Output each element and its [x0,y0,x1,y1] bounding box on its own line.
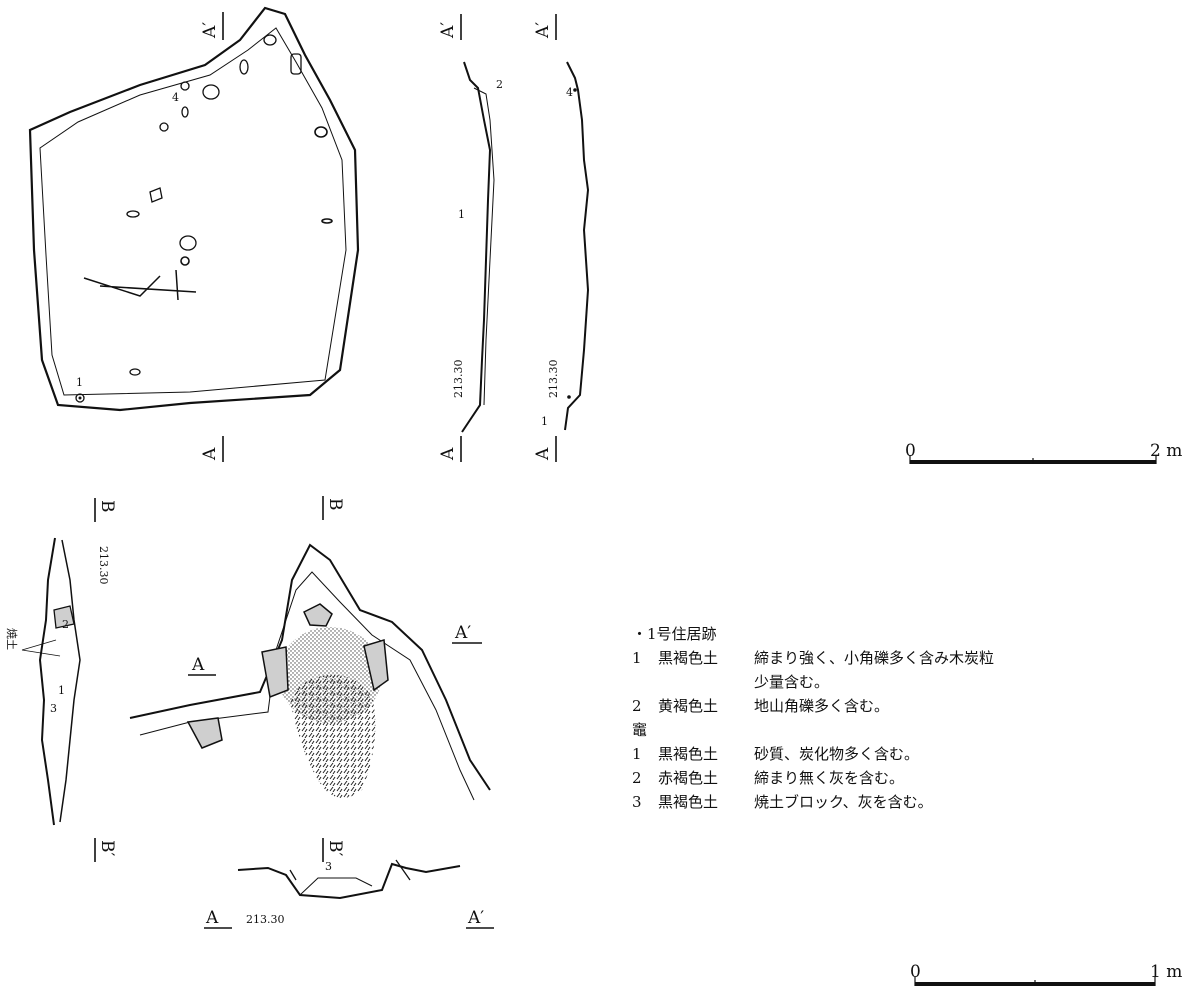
label-a-prime-small-section: A′ [467,908,484,928]
hearth-wall-inner [139,571,475,801]
stone [159,122,169,132]
stone [202,84,220,100]
scale-end: 1 m [1150,962,1182,982]
elevation-label: 213.30 [452,360,465,399]
hearth-stone [186,717,223,749]
stone [321,218,333,224]
label-a-section-2: A [533,447,553,461]
legend-row-continuation: 少量含む。 [754,673,830,691]
label-a-prime-plan: A′ [200,22,220,39]
elevation-label: 213.30 [97,546,110,585]
stone [129,368,141,376]
stone [314,126,328,138]
stone [290,53,302,75]
stone [181,106,189,118]
layer-number: 3 [50,702,57,715]
ash-area [290,674,376,798]
label-b-prime-hearth: B′ [325,840,345,856]
feature-number: 4 [172,91,179,104]
layer-number: 1 [58,684,65,697]
scale-zero: 0 [910,962,921,982]
label-a-prime-hearth: A′ [454,623,471,643]
label-b-prime-section: B′ [97,840,117,856]
label-a-plan: A [200,447,220,461]
stone [263,34,277,46]
charred-timber [83,269,197,301]
profile-line [564,61,590,431]
feature-number: 1 [76,376,83,389]
label-a-section-1: A [438,447,458,461]
legend-hearth-title: 竈 [632,721,648,739]
dwelling-inner-edge [39,27,347,396]
label-a-prime-section-1: A′ [438,22,458,39]
section-b [21,537,81,826]
scale-bar-1m: 0 1 m [910,962,1182,986]
stone [180,256,190,266]
hearth-stone [303,603,333,627]
label-b-section: B [97,500,117,513]
hearth-wall-outer [129,543,491,791]
layer-number: 1 [541,415,548,428]
section-markers [94,12,557,929]
label-a-prime-section-2: A′ [533,22,553,39]
stone [126,210,140,218]
section-profile-2 [564,61,590,431]
pit-1 [75,393,85,403]
hearth-stone [363,639,389,692]
hearth-plan [129,543,491,801]
layer-number: 1 [458,208,465,221]
profile-line [38,537,56,826]
layer-number: 2 [496,78,503,91]
stone [179,235,197,251]
dwelling-outline [28,6,360,412]
section-profile-1 [461,61,495,433]
layer-number: 3 [325,860,332,873]
profile-line [237,862,461,900]
hearth-stone [53,605,75,629]
stone [239,59,249,75]
section-a-small [237,859,461,900]
label-b-hearth: B [325,498,345,511]
layer-number: 4 [566,86,573,99]
profile-line [461,61,492,433]
scale-bar-2m: 0 2 m [905,441,1182,464]
legend-title: ・1号住居跡 [632,625,717,643]
elevation-label: 213.30 [246,913,285,926]
hearth-stone [261,646,289,699]
stone [149,187,163,203]
burnt-soil-label: 焼土 [5,628,18,650]
dwelling-plan [28,6,360,412]
label-a-small-section: A [205,908,219,928]
layer-number: 2 [62,618,69,631]
scale-end: 2 m [1150,441,1182,461]
elevation-label: 213.30 [547,360,560,399]
scale-zero: 0 [905,441,916,461]
stone [180,81,190,91]
label-a-hearth: A [191,655,205,675]
